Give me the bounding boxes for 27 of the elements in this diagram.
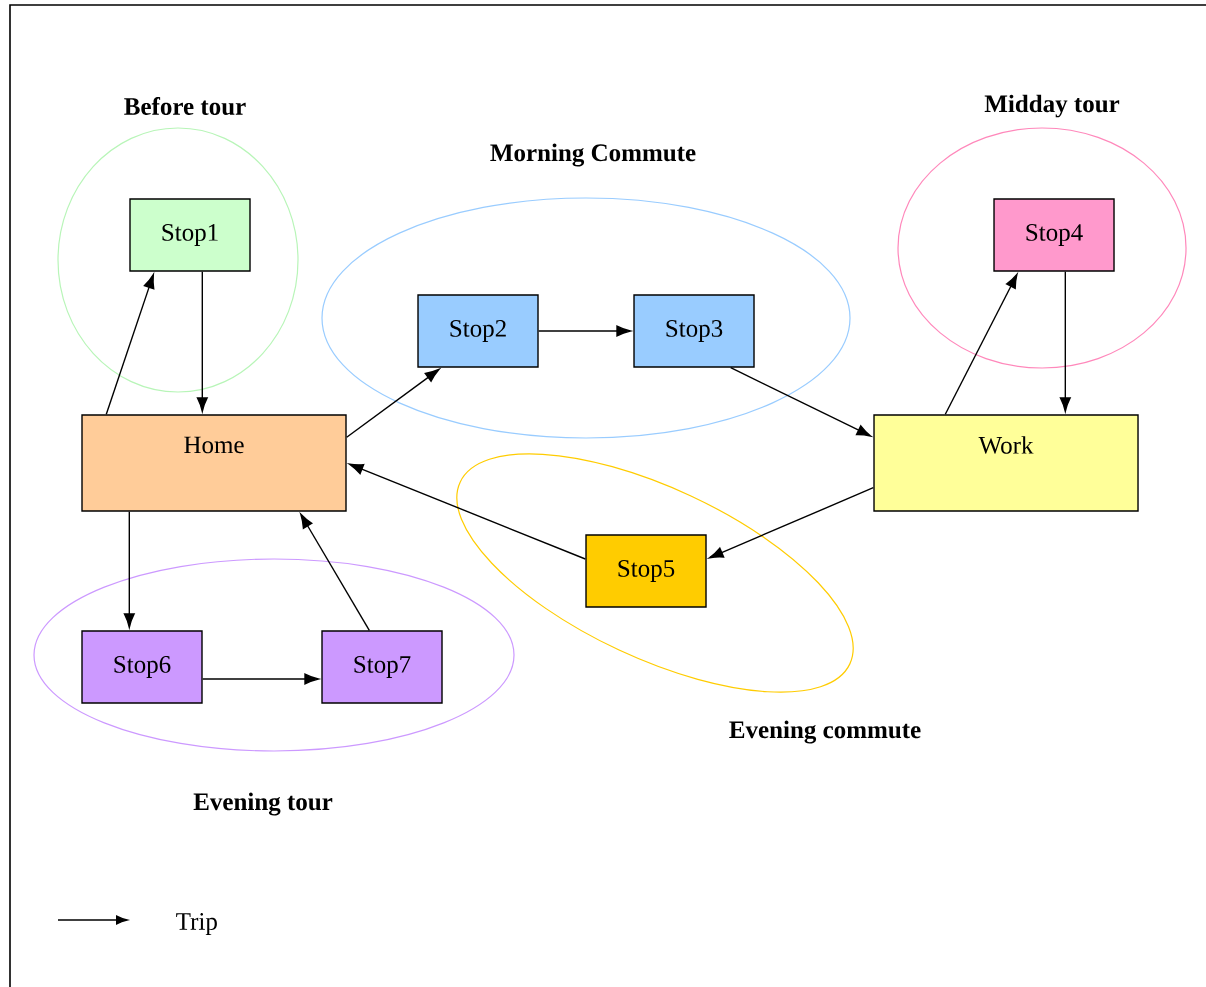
- stop-box: Stop4: [993, 198, 1115, 272]
- trip-arrow: [123, 511, 135, 628]
- stop-box: Stop3: [633, 294, 755, 368]
- stop-box: Stop7: [321, 630, 443, 704]
- trip-arrow: [105, 273, 155, 415]
- trip-arrow: [944, 273, 1018, 415]
- trip-arrow: [346, 368, 440, 438]
- trip-arrow: [202, 673, 319, 685]
- ellipse-heading: Before tour: [124, 97, 246, 115]
- trip-arrow: [300, 513, 370, 631]
- trip-arrow: [538, 325, 631, 337]
- stop-box: Stop5: [585, 534, 707, 608]
- ellipse-heading: Morning Commute: [490, 143, 696, 167]
- trip-arrow: [708, 487, 874, 559]
- stop-box: Work: [873, 414, 1139, 512]
- stop-box: Home: [81, 414, 347, 512]
- legend-text: Trip: [176, 913, 217, 935]
- stop-box: Stop2: [417, 294, 539, 368]
- ellipse-heading: Midday tour: [984, 94, 1120, 118]
- stop-box: Stop1: [129, 198, 251, 272]
- stop-box: Stop6: [81, 630, 203, 704]
- trip-arrow: [196, 271, 208, 412]
- trip-arrow: [730, 367, 872, 437]
- ellipse-heading: Evening commute: [729, 720, 921, 744]
- trip-arrow: [1059, 271, 1071, 412]
- trip-arrow: [348, 463, 586, 560]
- ellipse-heading: Evening tour: [193, 792, 333, 816]
